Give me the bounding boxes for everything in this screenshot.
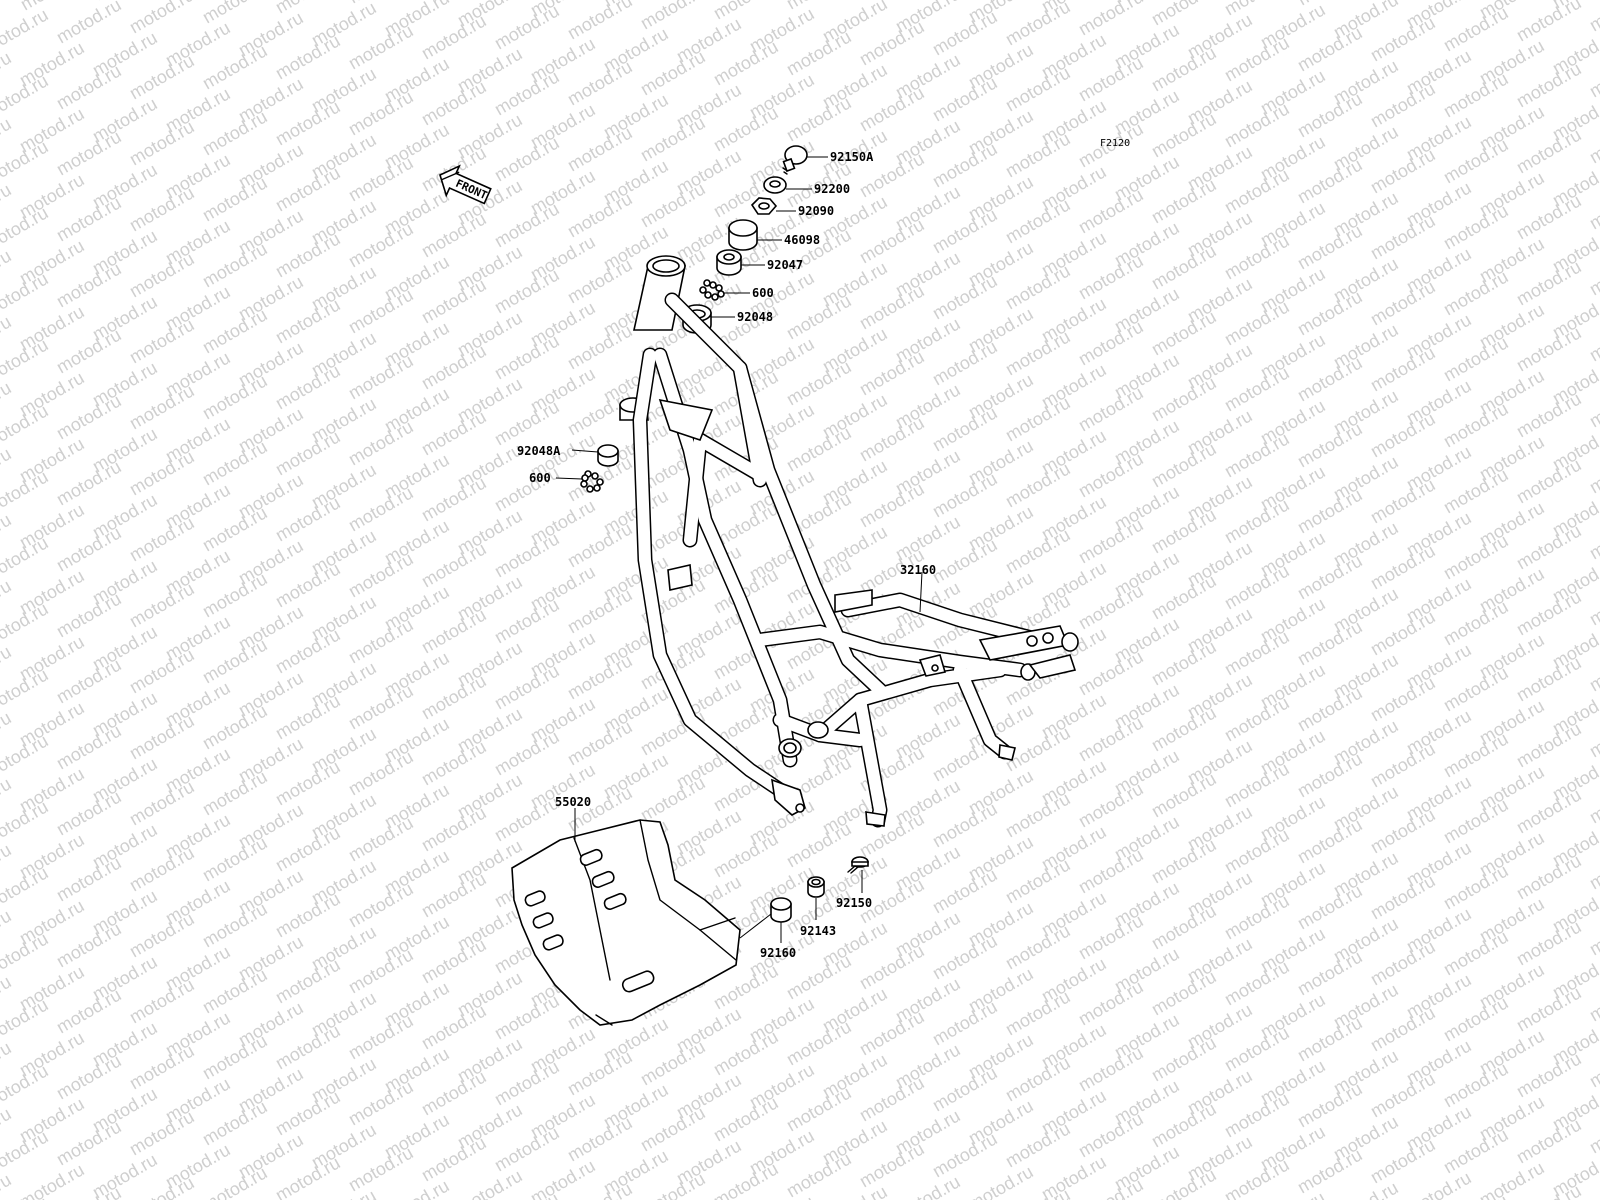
label-600-top: 600 (752, 286, 774, 300)
bolt-92150-part (847, 856, 869, 874)
label-92143: 92143 (800, 924, 836, 938)
label-46098: 46098 (784, 233, 820, 247)
race-92048A-part (597, 444, 619, 467)
label-92160: 92160 (760, 946, 796, 960)
label-92150: 92150 (836, 896, 872, 910)
collar-92143-part (807, 876, 825, 898)
frame-32160-part (619, 255, 1079, 828)
skid-plate-55020-part (511, 819, 741, 1026)
label-92048: 92048 (737, 310, 773, 324)
race-92047-part (716, 249, 742, 276)
cover-46098-part (728, 219, 758, 251)
figure-code: F2120 (1100, 138, 1130, 149)
front-arrow-icon: FRONT (439, 164, 492, 205)
nut-92090-part (750, 197, 778, 215)
bolt-92150A-part (782, 145, 808, 175)
label-32160: 32160 (900, 563, 936, 577)
damper-92160-part (770, 897, 792, 923)
label-92090: 92090 (798, 204, 834, 218)
label-55020: 55020 (555, 795, 591, 809)
balls-600-top-part (699, 279, 725, 301)
label-92048A: 92048A (517, 444, 561, 458)
balls-600-mid-part (580, 470, 604, 493)
label-600-mid: 600 (529, 471, 551, 485)
label-92047: 92047 (767, 258, 803, 272)
label-92200: 92200 (814, 182, 850, 196)
washer-92200-part (763, 176, 787, 194)
label-92150A: 92150A (830, 150, 874, 164)
